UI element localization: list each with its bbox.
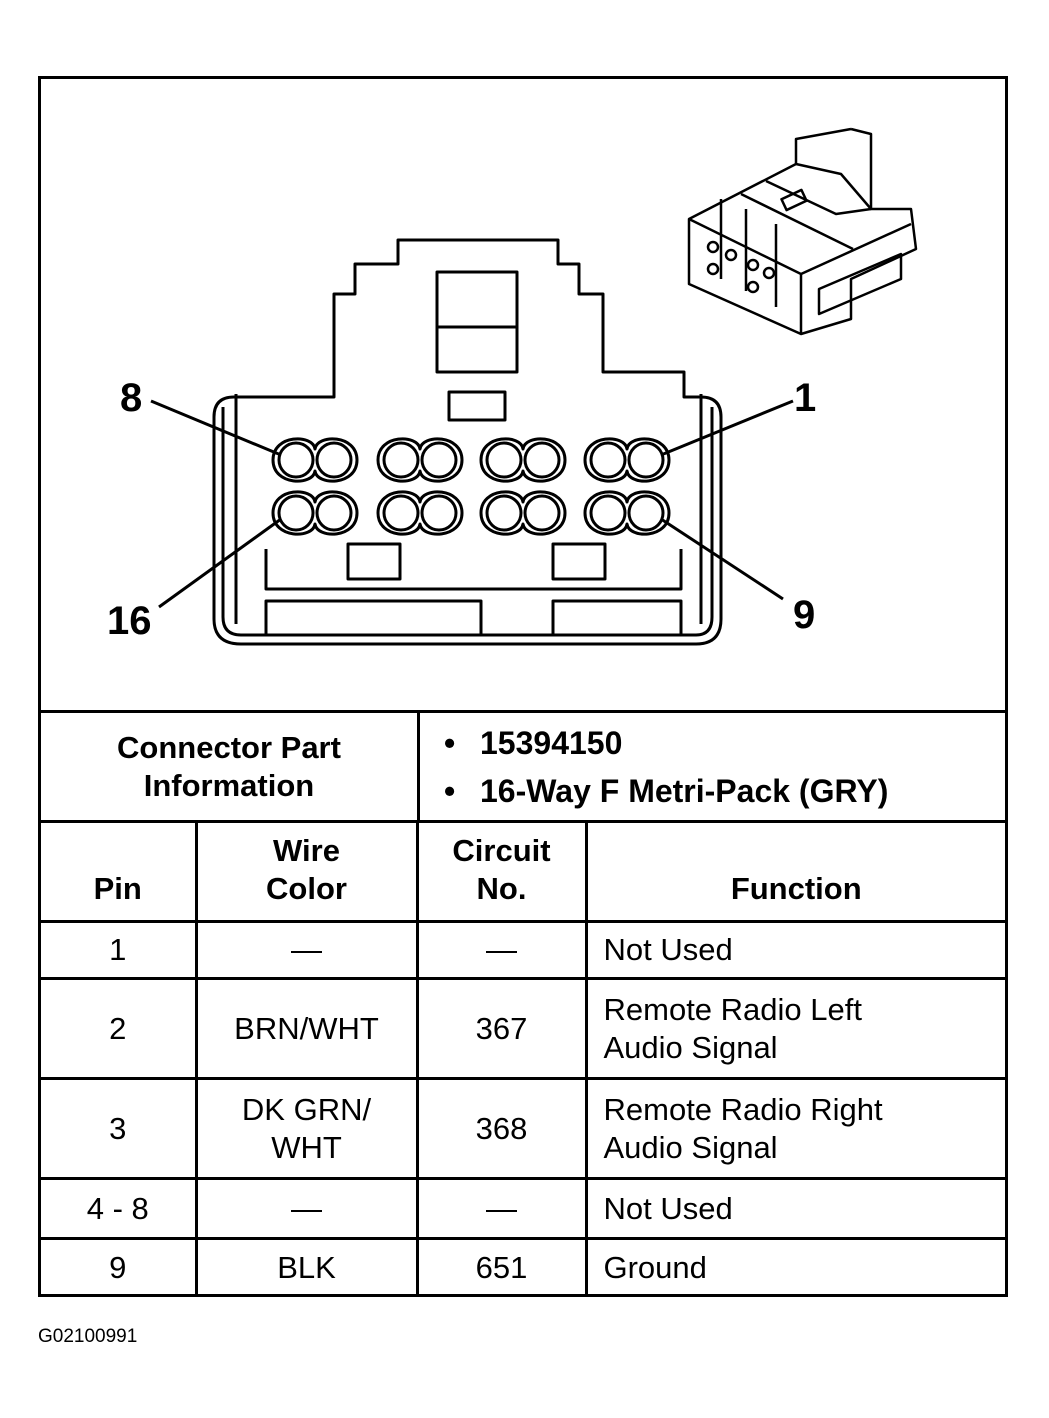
table-row: 1 — — Not Used bbox=[41, 920, 1005, 980]
connector-figure: 8 1 16 9 Connector Part Information • 15… bbox=[38, 76, 1008, 1297]
header-wire-color: Wire Color bbox=[194, 820, 419, 923]
cell-pin: 1 bbox=[41, 920, 198, 980]
bullet-icon: • bbox=[444, 725, 456, 761]
part-description-line: • 16-Way F Metri-Pack (GRY) bbox=[444, 773, 889, 810]
cell-pin: 2 bbox=[41, 977, 198, 1080]
table-row: 4 - 8 — — Not Used bbox=[41, 1177, 1005, 1240]
part-number-line: • 15394150 bbox=[444, 725, 623, 762]
pin-1-callout: 1 bbox=[794, 376, 817, 420]
cell-wire-color: — bbox=[194, 1177, 419, 1240]
connector-latch bbox=[435, 270, 519, 374]
figure-id: G02100991 bbox=[38, 1326, 138, 1347]
cell-wire-color: — bbox=[194, 920, 419, 980]
table-row: 3 DK GRN/ WHT 368 Remote Radio Right Aud… bbox=[41, 1077, 1005, 1180]
connector-isometric-view bbox=[687, 127, 918, 336]
cell-function: Ground bbox=[584, 1237, 1005, 1296]
cell-wire-color: DK GRN/ WHT bbox=[194, 1077, 419, 1180]
cell-pin: 9 bbox=[41, 1237, 198, 1296]
connector-part-info: Connector Part Information • 15394150 • … bbox=[41, 710, 1005, 820]
part-description: 16-Way F Metri-Pack (GRY) bbox=[480, 773, 889, 809]
cell-pin: 4 - 8 bbox=[41, 1177, 198, 1240]
bullet-icon: • bbox=[444, 773, 456, 809]
cell-function: Not Used bbox=[584, 920, 1005, 980]
pinout-table: Pin Wire Color Circuit No. Function 1 — … bbox=[41, 820, 1005, 1296]
cell-function: Remote Radio Left Audio Signal bbox=[584, 977, 1005, 1080]
connector-housing-inner bbox=[221, 407, 714, 637]
cell-wire-color: BRN/WHT bbox=[194, 977, 419, 1080]
cavity-row-top bbox=[271, 437, 671, 483]
pin-16-callout: 16 bbox=[107, 599, 152, 643]
cell-circuit: 651 bbox=[415, 1237, 588, 1296]
pin-8-callout: 8 bbox=[120, 376, 143, 420]
leader-line-pin-8 bbox=[150, 399, 282, 457]
table-header-row: Pin Wire Color Circuit No. Function bbox=[41, 820, 1005, 923]
cell-function: Not Used bbox=[584, 1177, 1005, 1240]
cell-pin: 3 bbox=[41, 1077, 198, 1180]
cavity-row-bottom bbox=[271, 490, 671, 536]
connector-diagram: 8 1 16 9 bbox=[41, 79, 1005, 710]
connector-face-drawing bbox=[150, 127, 918, 646]
leader-line-pin-1 bbox=[660, 399, 794, 457]
connector-keyway bbox=[264, 549, 683, 591]
table-row: 9 BLK 651 Ground bbox=[41, 1237, 1005, 1296]
part-info-values: • 15394150 • 16-Way F Metri-Pack (GRY) bbox=[420, 713, 1005, 820]
pin-9-callout: 9 bbox=[793, 593, 816, 637]
cell-circuit: 367 bbox=[415, 977, 588, 1080]
cell-circuit: — bbox=[415, 1177, 588, 1240]
header-circuit-no: Circuit No. bbox=[415, 820, 588, 923]
leader-line-pin-16 bbox=[158, 517, 282, 609]
part-number: 15394150 bbox=[480, 725, 623, 761]
connector-key bbox=[551, 542, 607, 581]
part-info-label: Connector Part Information bbox=[41, 713, 420, 820]
connector-key bbox=[346, 542, 402, 581]
cell-wire-color: BLK bbox=[194, 1237, 419, 1296]
leader-line-pin-9 bbox=[660, 517, 784, 601]
connector-latch-tab bbox=[447, 390, 507, 422]
cell-circuit: 368 bbox=[415, 1077, 588, 1180]
cell-circuit: — bbox=[415, 920, 588, 980]
header-pin: Pin bbox=[41, 820, 198, 923]
cell-function: Remote Radio Right Audio Signal bbox=[584, 1077, 1005, 1180]
header-function: Function bbox=[584, 820, 1005, 923]
table-row: 2 BRN/WHT 367 Remote Radio Left Audio Si… bbox=[41, 977, 1005, 1080]
